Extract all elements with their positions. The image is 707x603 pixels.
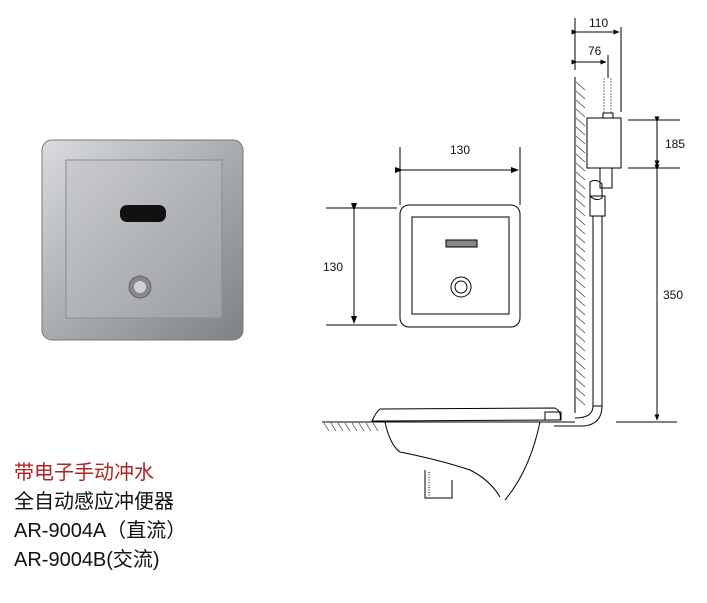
wall-hatch — [575, 171, 586, 181]
wall-hatch — [575, 153, 586, 163]
wall-hatch — [575, 189, 586, 199]
floor-hatch — [351, 422, 358, 432]
wall-hatch — [575, 396, 586, 406]
wall-hatch — [575, 297, 586, 307]
side-view — [322, 18, 680, 501]
wall-hatch — [575, 126, 586, 136]
wall-hatch — [575, 270, 586, 280]
wall-hatch — [575, 306, 586, 316]
floor-hatch — [358, 422, 365, 432]
wall-hatch — [575, 351, 586, 361]
floor-hatch — [344, 422, 351, 432]
wall-hatch — [575, 198, 586, 208]
dim-valve-height: 185 — [665, 137, 686, 151]
wall-hatch — [575, 135, 586, 145]
floor-hatch — [323, 422, 330, 432]
wall-hatch — [575, 369, 586, 379]
wall-hatch — [575, 117, 586, 127]
sensor-window — [120, 205, 166, 222]
wall-hatch — [575, 324, 586, 334]
wall-hatch — [575, 387, 586, 397]
wall-hatch — [575, 144, 586, 154]
product-photo — [41, 139, 244, 341]
wall-hatch — [575, 378, 586, 388]
wall-hatch — [575, 180, 586, 190]
front-view — [326, 147, 521, 328]
wall-hatch — [575, 108, 586, 118]
wall-hatch — [575, 99, 586, 109]
wall-hatch — [575, 360, 586, 370]
wall-hatch — [575, 90, 586, 100]
dim-pipe-height: 350 — [663, 288, 684, 302]
wall-hatch — [575, 162, 586, 172]
caption-model-a: AR-9004A（直流） — [14, 520, 187, 542]
wall-hatch — [575, 225, 586, 235]
wall-hatch — [575, 333, 586, 343]
dim-front-height: 130 — [323, 260, 344, 274]
caption-model-b: AR-9004B(交流) — [14, 549, 160, 571]
caption-feature: 带电子手动冲水 — [14, 462, 154, 484]
wall-hatch — [575, 342, 586, 352]
wall-hatch — [575, 207, 586, 217]
floor-hatch — [330, 422, 337, 432]
wall-hatch — [575, 243, 586, 253]
dim-depth-total: 110 — [589, 16, 609, 30]
wall-hatch — [575, 288, 586, 298]
dim-depth-pipe: 76 — [588, 44, 602, 58]
floor-hatch — [337, 422, 344, 432]
floor-hatch — [372, 422, 379, 432]
wall-hatch — [575, 234, 586, 244]
wall-hatch — [575, 279, 586, 289]
wall-hatch — [575, 81, 586, 91]
dim-front-width: 130 — [450, 143, 471, 157]
wall-hatch — [575, 315, 586, 325]
floor-hatch — [365, 422, 372, 432]
caption-product-name: 全自动感应冲便器 — [14, 491, 174, 513]
wall-hatch — [575, 261, 586, 271]
wall-hatch — [575, 252, 586, 262]
wall-hatch — [575, 216, 586, 226]
